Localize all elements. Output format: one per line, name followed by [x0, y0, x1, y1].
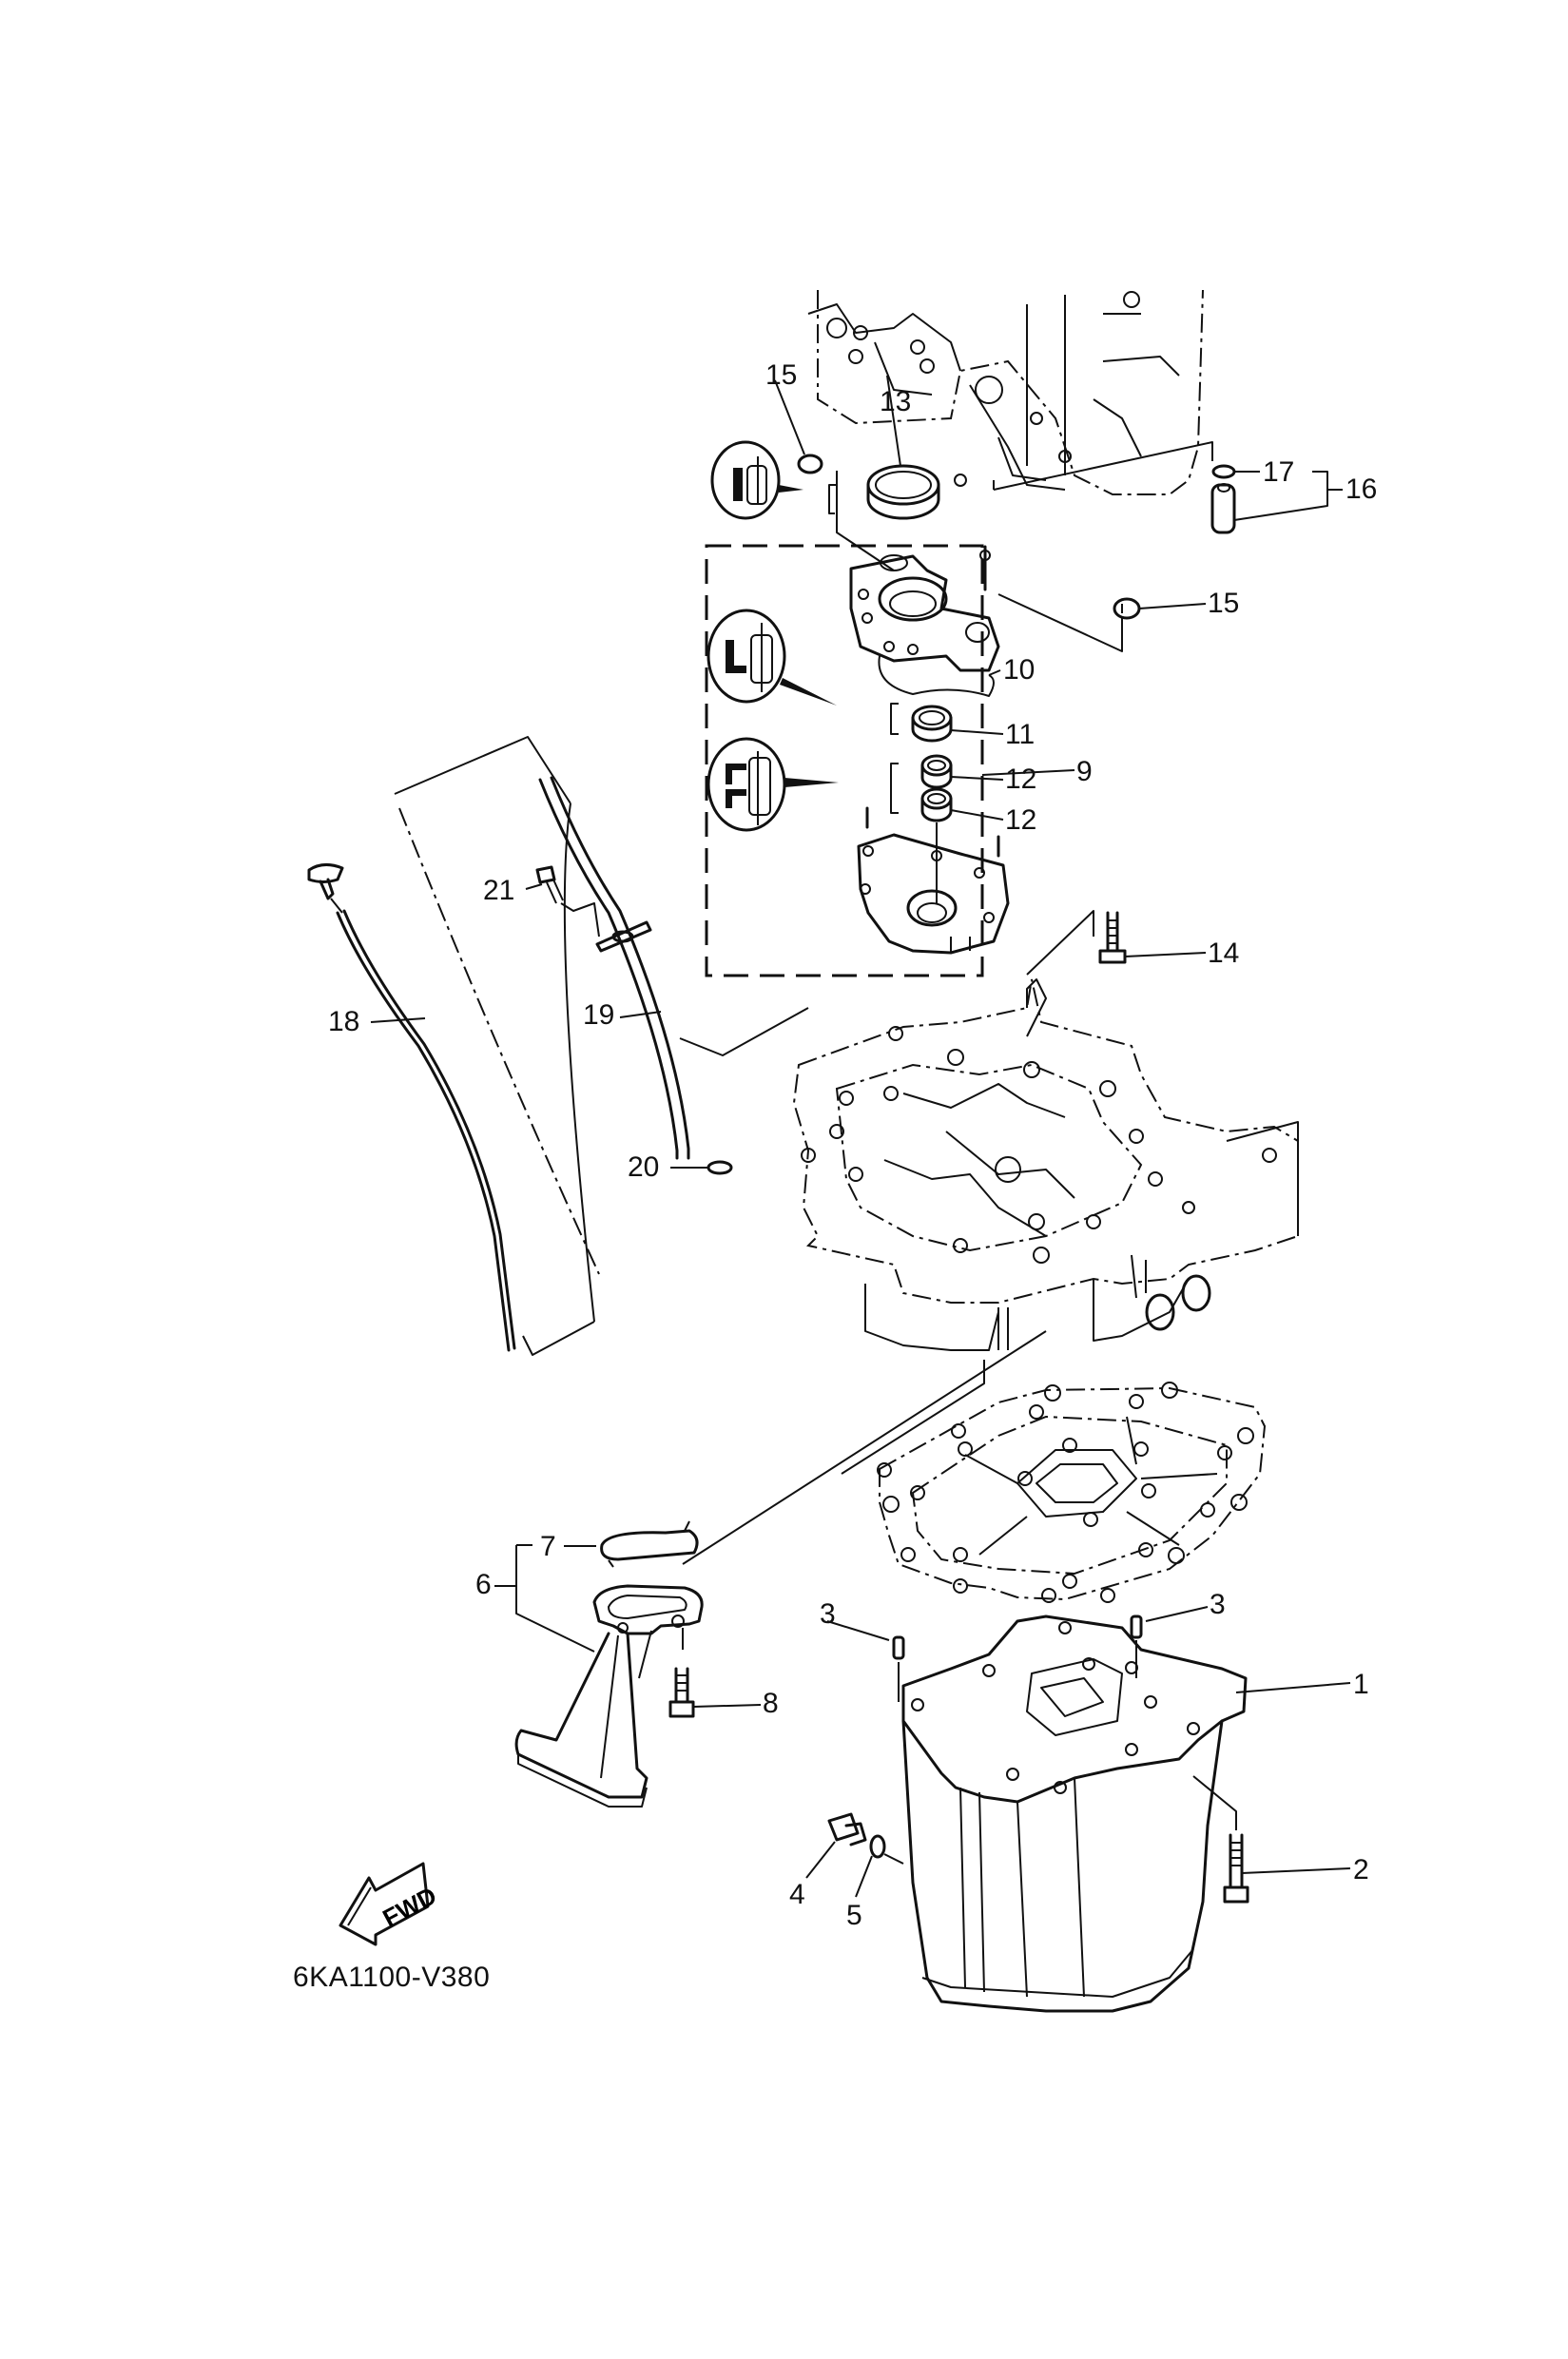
part-4-drain-plug: [805, 1812, 867, 1879]
callout-6: 6: [475, 1569, 492, 1600]
part-16-17-collar: [993, 441, 1343, 534]
diagram-code: 6KA1100-V380: [293, 1962, 491, 1993]
part-13-seal-ring: [828, 375, 940, 520]
fwd-text: FWD: [378, 1881, 441, 1932]
callout-20: 20: [628, 1151, 660, 1183]
dipstick-guide-frame: [394, 736, 600, 1356]
part-14-bolt: [1098, 911, 1207, 964]
part-20-o-ring: [670, 1160, 733, 1175]
part-6-oil-strainer: [494, 1330, 1047, 1808]
engine-block: [807, 289, 1204, 495]
oil-pump-upper-housing: [836, 471, 1207, 697]
part-19-dipstick-guide: [538, 776, 809, 1160]
callout-5: 5: [846, 1900, 862, 1931]
callout-9: 9: [1076, 756, 1093, 787]
callout-4: 4: [789, 1879, 805, 1910]
exhaust-guide: [792, 978, 1299, 1351]
part-3-dowel-pins: [826, 1606, 1209, 1702]
callout-14: 14: [1208, 938, 1240, 969]
oil-seal-lip-icon: [707, 609, 837, 706]
callout-17: 17: [1263, 456, 1295, 488]
callout-1: 1: [1353, 1669, 1369, 1700]
callout-15: 15: [765, 359, 798, 391]
part-18-dipstick: [307, 863, 516, 1352]
callout-3: 3: [820, 1598, 836, 1630]
part-21-bolt: [525, 865, 600, 938]
gasket: [841, 1360, 1267, 1603]
part-11-oil-seal: [890, 703, 1004, 743]
callout-11: 11: [1005, 719, 1036, 750]
callout-12: 12: [1005, 804, 1037, 836]
callout-19: 19: [583, 999, 615, 1031]
callout-2: 2: [1353, 1854, 1369, 1885]
callout-15: 15: [1208, 588, 1240, 619]
part-9-assembly-box: [705, 544, 984, 977]
callout-21: 21: [483, 875, 515, 906]
part-12-oil-seals: [890, 754, 1004, 903]
oil-seal-orientation-icon: [710, 440, 803, 520]
part-2-bolt: [1192, 1775, 1351, 1904]
callout-12: 12: [1005, 764, 1037, 795]
fwd-arrow-icon: FWD: [339, 1862, 441, 1946]
callout-13: 13: [880, 386, 912, 417]
part-8-bolt: [668, 1667, 762, 1718]
callout-7: 7: [540, 1531, 556, 1562]
part-15-o-ring-top: [774, 379, 823, 474]
callout-10: 10: [1003, 654, 1036, 686]
callout-18: 18: [328, 1006, 360, 1037]
callout-8: 8: [763, 1688, 779, 1719]
part-1-oil-pan: [901, 1615, 1351, 2013]
double-seal-orientation-icon: [707, 737, 839, 832]
callout-3: 3: [1210, 1589, 1226, 1620]
part-5-gasket: [855, 1834, 904, 1898]
callout-16: 16: [1345, 474, 1378, 505]
oil-pump-lower-housing: [857, 806, 1094, 976]
